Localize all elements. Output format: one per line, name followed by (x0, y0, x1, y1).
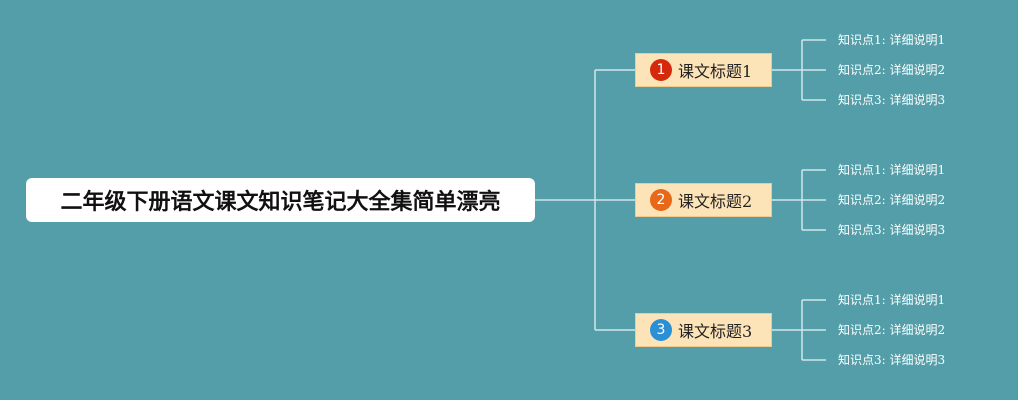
leaf-node[interactable]: 知识点3: 详细说明3 (838, 93, 946, 107)
branch-label: 课文标题2 (678, 192, 753, 211)
number-badge-icon: 1 (650, 59, 672, 81)
leaf-node[interactable]: 知识点2: 详细说明2 (838, 193, 946, 207)
root-title: 二年级下册语文课文知识笔记大全集简单漂亮 (60, 190, 501, 215)
branch-label: 课文标题1 (678, 62, 753, 81)
branch-node-1[interactable]: 1 课文标题1 (635, 53, 772, 87)
leaf-node[interactable]: 知识点3: 详细说明3 (838, 223, 946, 237)
leaf-node[interactable]: 知识点3: 详细说明3 (838, 353, 946, 367)
number-badge-icon: 2 (650, 189, 672, 211)
leaf-node[interactable]: 知识点1: 详细说明1 (838, 293, 946, 307)
branch-node-3[interactable]: 3 课文标题3 (635, 313, 772, 347)
number-badge-icon: 3 (650, 319, 672, 341)
leaf-node[interactable]: 知识点1: 详细说明1 (838, 33, 946, 47)
root-node[interactable]: 二年级下册语文课文知识笔记大全集简单漂亮 (26, 178, 535, 222)
branch-node-2[interactable]: 2 课文标题2 (635, 183, 772, 217)
leaf-node[interactable]: 知识点2: 详细说明2 (838, 323, 946, 337)
leaf-node[interactable]: 知识点2: 详细说明2 (838, 63, 946, 77)
branch-label: 课文标题3 (678, 322, 753, 341)
leaf-node[interactable]: 知识点1: 详细说明1 (838, 163, 946, 177)
